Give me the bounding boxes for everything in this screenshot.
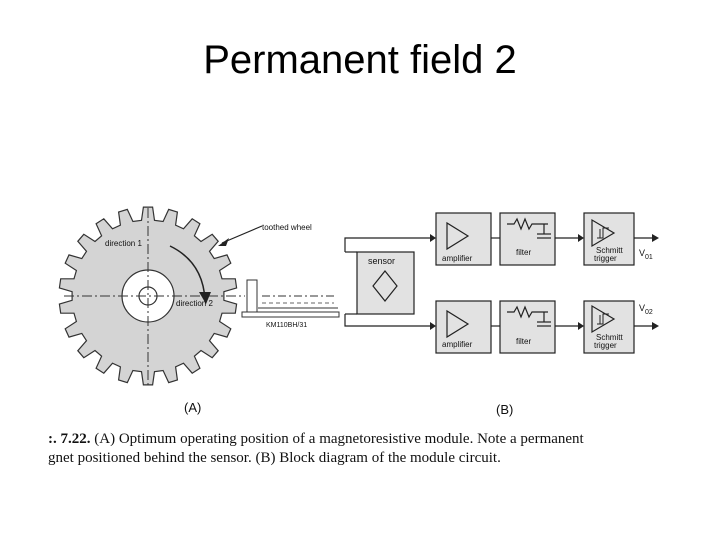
panel-a: toothed wheel direction 1 direction 2 KM… [58, 206, 340, 415]
caption-line-2: gnet positioned behind the sensor. (B) B… [48, 450, 501, 466]
module-pcb [241, 311, 340, 318]
caption-line-1-text: (A) Optimum operating position of a magn… [90, 431, 584, 447]
panel-b: sensor amplifier filter Schmitt trigger … [344, 212, 659, 417]
output-arrow-2 [652, 322, 659, 330]
amplifier-label-2: amplifier [442, 340, 473, 349]
output-label-1-sub: 01 [645, 254, 653, 261]
panel-b-label: (B) [496, 402, 513, 417]
filter-block-1 [499, 212, 556, 266]
resistor-symbol-1 [507, 217, 548, 231]
magnet-block [246, 279, 258, 315]
wheel-leader-arrowhead [218, 238, 229, 246]
sensor-label: sensor [368, 256, 395, 266]
slide-title: Permanent field 2 [203, 38, 517, 82]
filter-label-2: filter [516, 337, 531, 346]
output-label-2-sub: 02 [645, 309, 653, 316]
bridge-diamond-symbol [372, 270, 398, 302]
sensor-upper-connection [344, 237, 430, 252]
output-label-1-main: V [639, 248, 645, 258]
schmitt-label-1a: Schmitt [596, 246, 623, 255]
direction-1-label: direction 1 [105, 239, 142, 248]
direction-2-label: direction 2 [176, 299, 213, 308]
output-label-1: V01 [639, 248, 653, 261]
toothed-wheel-label: toothed wheel [262, 223, 312, 232]
output-arrow-1 [652, 234, 659, 242]
amplifier-label-1: amplifier [442, 254, 473, 263]
wheel-leader-line [221, 225, 263, 244]
sensor-block [356, 251, 415, 315]
schmitt-label-1b: trigger [594, 254, 617, 263]
filter-label-1: filter [516, 248, 531, 257]
resistor-symbol-2 [507, 305, 548, 319]
schmitt-label-2b: trigger [594, 341, 617, 350]
sensor-lower-connection [344, 314, 430, 327]
hysteresis-symbol-1 [597, 227, 609, 239]
schmitt-symbol-2 [591, 304, 616, 334]
caption-figure-number: :. 7.22. [48, 431, 91, 447]
output-label-2: V02 [639, 303, 653, 316]
panel-a-label: (A) [184, 400, 201, 415]
caption-line-1: :. 7.22. (A) Optimum operating position … [48, 430, 688, 449]
arrow-to-schmitt-2 [578, 322, 584, 330]
figure-caption: :. 7.22. (A) Optimum operating position … [48, 430, 688, 468]
output-label-2-main: V [639, 303, 645, 313]
schmitt-symbol-1 [591, 218, 616, 248]
arrow-to-amp-2 [430, 322, 436, 330]
hysteresis-symbol-2 [597, 313, 609, 325]
amplifier-symbol-1 [446, 221, 470, 251]
module-label: KM110BH/31 [266, 322, 307, 329]
filter-block-2 [499, 300, 556, 354]
schmitt-label-2a: Schmitt [596, 333, 623, 342]
direction-arrowhead [199, 292, 211, 304]
amplifier-symbol-2 [446, 309, 470, 339]
arrow-to-amp-1 [430, 234, 436, 242]
arrow-to-schmitt-1 [578, 234, 584, 242]
